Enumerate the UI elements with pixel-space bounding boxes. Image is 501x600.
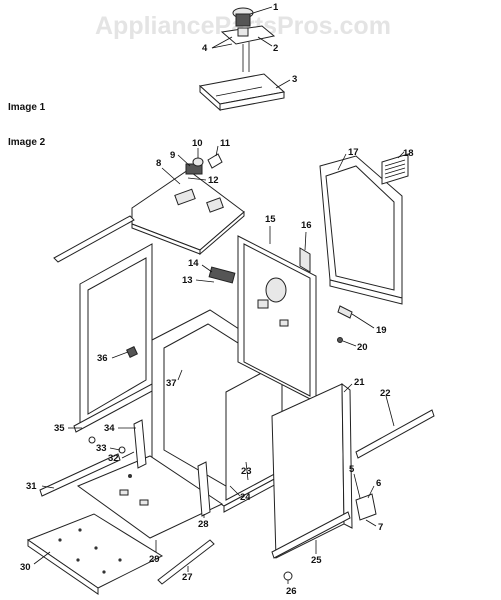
callout-4: 4 (202, 36, 233, 54)
svg-text:4: 4 (202, 43, 208, 54)
svg-text:36: 36 (97, 353, 108, 364)
svg-text:14: 14 (188, 258, 199, 269)
svg-text:16: 16 (301, 220, 312, 231)
callout-3: 3 (275, 74, 297, 89)
svg-text:28: 28 (198, 519, 209, 530)
bracket-28 (197, 461, 211, 517)
callout-18: 18 (397, 148, 414, 159)
svg-text:26: 26 (286, 586, 297, 597)
svg-text:18: 18 (403, 148, 414, 159)
foot-26 (283, 571, 293, 581)
callout-14: 14 (188, 258, 213, 273)
svg-text:27: 27 (182, 572, 193, 583)
svg-text:21: 21 (354, 377, 365, 388)
svg-text:35: 35 (54, 423, 65, 434)
svg-text:29: 29 (149, 554, 160, 565)
rail-27 (157, 539, 215, 585)
left-top-rail (53, 215, 135, 263)
svg-text:19: 19 (376, 325, 387, 336)
svg-text:24: 24 (240, 492, 251, 503)
callout-2: 2 (257, 36, 278, 54)
image-2-assembly (26, 153, 435, 595)
svg-text:7: 7 (378, 522, 383, 533)
plate-part-3 (198, 73, 286, 112)
bracket-5-6-7 (355, 493, 377, 521)
callout-34: 34 (104, 423, 136, 434)
callout-10: 10 (192, 138, 203, 158)
svg-text:17: 17 (348, 147, 359, 158)
callout-24: 24 (229, 485, 251, 503)
svg-text:32: 32 (108, 453, 119, 464)
callout-29: 29 (149, 540, 160, 565)
callout-28: 28 (198, 514, 209, 530)
svg-text:37: 37 (166, 378, 177, 389)
callout-33: 33 (96, 443, 121, 454)
base-29 (76, 455, 224, 539)
svg-text:20: 20 (357, 342, 368, 353)
section-label-image-1: Image 1 (8, 102, 46, 113)
svg-text:9: 9 (170, 150, 175, 161)
callout-15: 15 (265, 214, 276, 244)
callout-6: 6 (367, 478, 381, 499)
svg-text:3: 3 (292, 74, 297, 85)
svg-text:12: 12 (208, 175, 219, 186)
terminal-block (208, 266, 236, 284)
svg-text:1: 1 (273, 2, 279, 13)
svg-text:22: 22 (380, 388, 391, 399)
svg-text:23: 23 (241, 466, 252, 477)
rail-31 (39, 453, 121, 497)
callout-7: 7 (365, 519, 383, 533)
callout-13: 13 (182, 275, 215, 286)
callout-25: 25 (311, 540, 322, 566)
callout-37: 37 (166, 369, 183, 389)
callout-9: 9 (170, 150, 191, 167)
svg-text:30: 30 (20, 562, 31, 573)
svg-text:13: 13 (182, 275, 193, 286)
callout-5: 5 (349, 464, 361, 499)
callout-16: 16 (301, 220, 312, 251)
callout-35: 35 (54, 423, 82, 434)
part-16 (299, 247, 311, 273)
callout-27: 27 (182, 566, 193, 583)
callout-21: 21 (343, 377, 365, 393)
section-label-image-2: Image 2 (8, 137, 46, 148)
part-19 (337, 305, 353, 319)
part-20 (337, 337, 343, 343)
svg-text:2: 2 (273, 43, 278, 54)
callout-31: 31 (26, 481, 55, 492)
callout-11: 11 (215, 138, 231, 157)
svg-text:10: 10 (192, 138, 203, 149)
svg-text:8: 8 (156, 158, 161, 169)
svg-text:33: 33 (96, 443, 107, 454)
callout-19: 19 (351, 313, 387, 336)
top-plate (131, 169, 245, 251)
callout-17: 17 (337, 147, 359, 171)
callout-23: 23 (241, 461, 252, 481)
floor-plate-30 (26, 513, 164, 595)
svg-text:34: 34 (104, 423, 115, 434)
callout-8: 8 (156, 158, 181, 185)
svg-text:6: 6 (376, 478, 381, 489)
svg-text:31: 31 (26, 481, 37, 492)
bottom-rail-25 (271, 511, 351, 559)
svg-text:11: 11 (220, 138, 231, 149)
callout-36: 36 (97, 351, 129, 364)
callout-26: 26 (286, 580, 297, 597)
svg-text:5: 5 (349, 464, 355, 475)
trim-strip-22 (355, 409, 435, 459)
callout-30: 30 (20, 551, 51, 573)
svg-text:15: 15 (265, 214, 276, 225)
callout-20: 20 (342, 340, 368, 353)
side-panel-21 (271, 382, 353, 559)
callout-1: 1 (249, 2, 279, 15)
right-side-panel-17 (319, 155, 403, 305)
callout-32: 32 (108, 451, 135, 464)
callout-22: 22 (380, 388, 395, 427)
svg-text:25: 25 (311, 555, 322, 566)
back-panel-15 (237, 235, 317, 403)
callout-12: 12 (187, 175, 219, 186)
